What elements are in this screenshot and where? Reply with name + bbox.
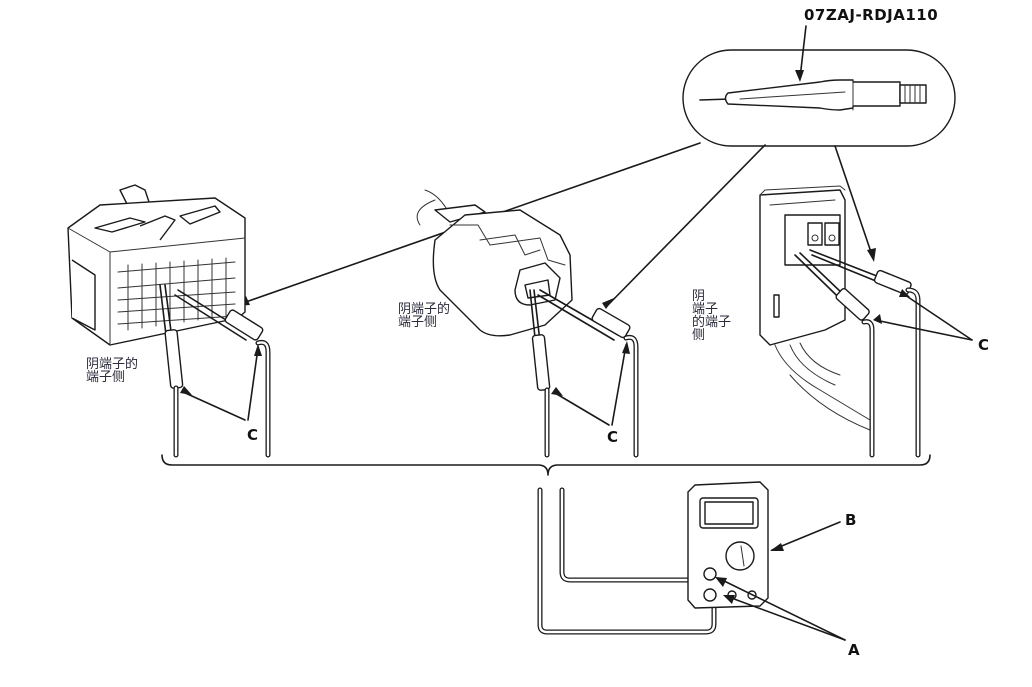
callout-c-right: C xyxy=(978,336,989,354)
connector-left-label-line2: 端子侧 xyxy=(86,370,126,385)
connector-left xyxy=(67,184,246,346)
connector-right-probes xyxy=(794,249,921,458)
connector-middle xyxy=(416,189,573,337)
connector-right-label: 阴 端子 的端子 侧 xyxy=(692,290,731,342)
connector-right-label-line3: 的端子 xyxy=(692,315,732,330)
tool-part-number: 07ZAJ-RDJA110 xyxy=(804,6,938,24)
connector-right xyxy=(759,185,871,431)
connector-right-label-line2: 端子 xyxy=(692,302,719,317)
callout-b: B xyxy=(845,511,856,529)
callout-a: A xyxy=(848,641,860,659)
meter-a-callout: A xyxy=(715,577,860,659)
connector-middle-c-callout: C xyxy=(551,341,630,446)
connector-middle-label-line1: 阴端子的 xyxy=(398,302,451,317)
multimeter-icon xyxy=(687,481,769,609)
tool-leader-arrow xyxy=(795,25,807,82)
connector-left-label-line1: 阴端子的 xyxy=(86,357,139,372)
connector-right-label-line1: 阴 xyxy=(692,289,706,304)
callout-c-left: C xyxy=(247,426,258,444)
tool-callout: 07ZAJ-RDJA110 xyxy=(682,6,956,147)
leader-to-right-connector xyxy=(834,145,874,259)
leader-to-middle-connector xyxy=(607,144,766,306)
grouping-brace xyxy=(161,454,931,476)
connector-middle-label-line2: 端子侧 xyxy=(398,315,438,330)
connector-left-c-callout: C xyxy=(180,344,262,444)
connector-middle-label: 阴端子的 端子侧 xyxy=(398,303,450,329)
connector-left-probes xyxy=(159,284,271,458)
connector-right-label-line4: 侧 xyxy=(692,328,706,343)
connector-middle-probes xyxy=(529,289,639,458)
callout-c-middle: C xyxy=(607,428,618,446)
test-probe-icon xyxy=(699,79,927,111)
meter-b-callout: B xyxy=(770,511,856,551)
connector-right-c-callout: C xyxy=(873,289,989,354)
connector-left-label: 阴端子的 端子侧 xyxy=(86,358,138,384)
